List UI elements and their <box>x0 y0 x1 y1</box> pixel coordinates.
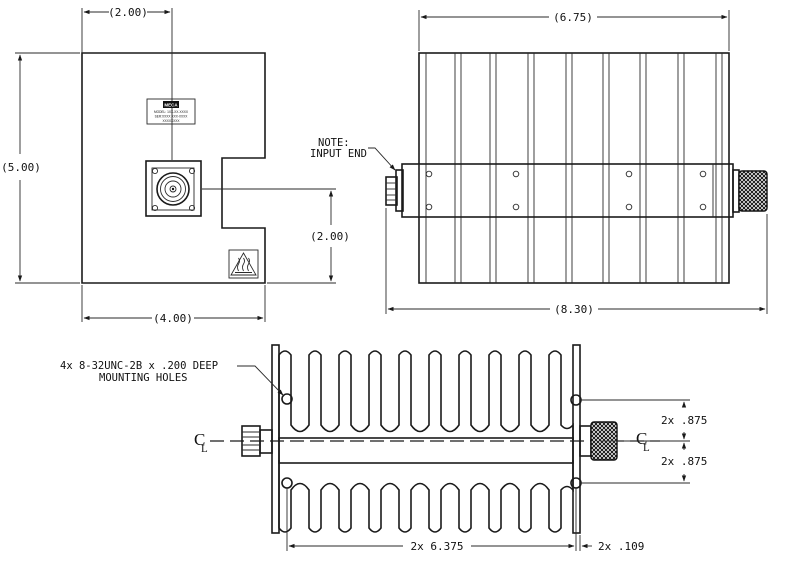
flange-screw-tl <box>151 167 159 175</box>
center-body-bar <box>401 163 734 218</box>
input-connector-bottom <box>241 425 273 457</box>
centerline-right-symbol: C <box>636 429 647 448</box>
flange-screw-bl <box>151 204 159 212</box>
input-end-note-line1: NOTE: <box>318 137 350 149</box>
upper-fin-comb <box>278 350 574 440</box>
side-view: (6.75) (8.30) NOTE: INPUT END <box>310 10 768 316</box>
input-connector-side <box>385 169 404 212</box>
hot-surface-warning-icon <box>228 249 259 279</box>
output-connector-side <box>732 169 768 213</box>
mounting-holes-note-line2: MOUNTING HOLES <box>99 372 188 384</box>
bottom-center-body <box>278 437 574 464</box>
bottom-flange-right <box>572 344 581 534</box>
lower-fin-comb <box>278 460 574 533</box>
nameplate-line3: XXXXXXXX <box>162 119 180 123</box>
side-dim-top-label: (6.75) <box>553 11 593 24</box>
front-dim-top-label: (2.00) <box>108 6 148 19</box>
centerline-left-symbol: C <box>194 430 205 449</box>
nameplate-line2: SER:XXXX XXX-XXXX <box>155 115 189 119</box>
front-dim-bottom-label: (4.00) <box>153 312 193 325</box>
nameplate: MECA MODEL: 1XX-XX-XXXX SER:XXXX XXX-XXX… <box>146 98 196 125</box>
mounting-hole-tl <box>281 393 293 405</box>
flange-screw-tr <box>188 167 196 175</box>
front-dim-left-label: (5.00) <box>1 161 41 174</box>
dim-edge-109: 2x .109 <box>598 540 644 553</box>
front-dim-right-label: (2.00) <box>310 230 350 243</box>
front-view-body-outline <box>81 52 266 284</box>
dim-upper-875: 2x .875 <box>661 414 707 427</box>
nameplate-line1: MODEL: 1XX-XX-XXXX <box>154 110 189 114</box>
front-view: (2.00) (5.00) (2.00) (4.00) MECA MODEL: … <box>1 6 350 325</box>
front-connector-flange <box>145 160 202 217</box>
centerline-right-sub: L <box>643 442 650 454</box>
dim-length-6375: 2x 6.375 <box>411 540 464 553</box>
mounting-holes-note-line1: 4x 8-32UNC-2B x .200 DEEP <box>60 360 218 372</box>
heatsink-fins-side <box>418 52 730 284</box>
mounting-hole-bl <box>281 477 293 489</box>
bottom-flange-left <box>271 344 280 534</box>
centerline-left-sub: L <box>201 443 208 455</box>
dim-lower-875: 2x .875 <box>661 455 707 468</box>
input-end-note-line2: INPUT END <box>310 148 367 160</box>
bottom-view: C L C L 4x 8-32UNC-2B x .200 DEEP MOUNTI… <box>60 344 707 553</box>
side-dim-bottom-label: (8.30) <box>554 303 594 316</box>
flange-screw-br <box>188 204 196 212</box>
nameplate-logo: MECA <box>164 103 178 108</box>
